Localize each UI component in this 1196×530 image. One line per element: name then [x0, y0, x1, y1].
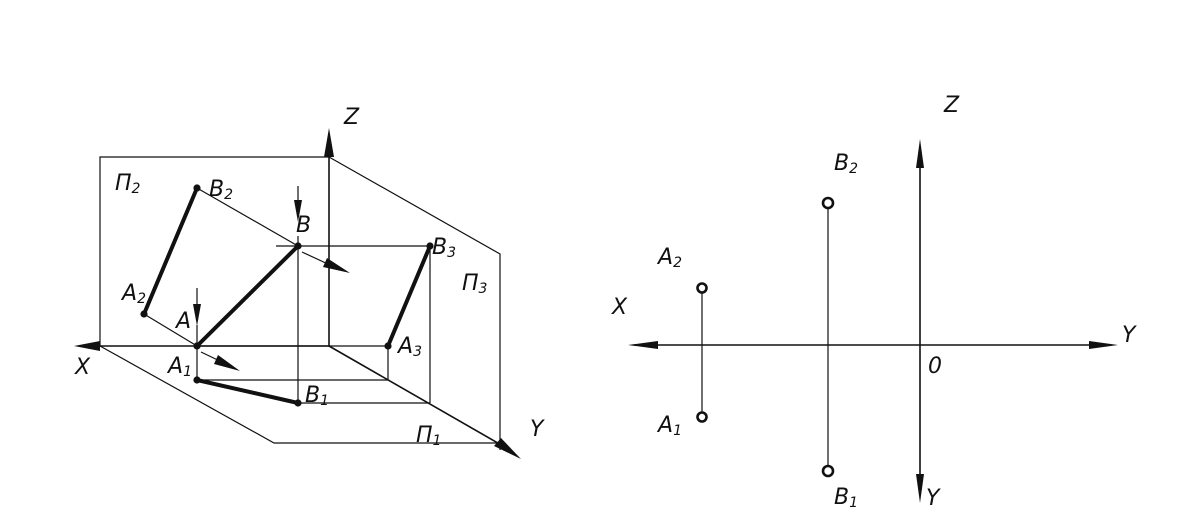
- label-origin: 0: [928, 354, 942, 379]
- plane-p1-outline: [99, 345, 500, 444]
- label-plane-p1-sub: 1: [433, 433, 442, 449]
- y-axis: [328, 345, 511, 451]
- y-axis-arrow: [494, 438, 521, 459]
- arrow-a-right-head: [214, 355, 240, 371]
- label-y-right: Y: [1122, 323, 1137, 348]
- label-plane-p3-main: П: [462, 271, 479, 296]
- z-axis-arrow-right-diagram: [916, 139, 924, 168]
- label-a1-right: A1: [656, 413, 682, 439]
- label-a2-right: A2: [656, 245, 682, 271]
- label-x-left: X: [74, 355, 91, 380]
- label-z-right: Z: [943, 93, 960, 118]
- y-axis-arrow-right-diagram: [1089, 341, 1118, 349]
- label-b2-right-sub: 2: [849, 161, 858, 177]
- label-a1-main: A: [166, 354, 183, 379]
- point-a2-right: [696, 282, 708, 294]
- orthographic-projection: Z X Y Y 0 A2 A1 B2 B1: [611, 93, 1137, 511]
- x-axis-arrow-right-diagram: [628, 341, 658, 349]
- point-b1-right: [821, 464, 835, 478]
- label-a2-right-sub: 2: [673, 255, 682, 271]
- label-a2-main: A: [120, 281, 137, 306]
- y-axis-arrow-bottom-diagram: [916, 474, 924, 503]
- point-a1-right: [696, 411, 708, 423]
- label-b2-right: B2: [834, 151, 858, 177]
- point-a3: [384, 342, 392, 350]
- segment-a2-b2: [142, 186, 199, 316]
- label-a3: A3: [396, 334, 422, 360]
- point-a2: [140, 310, 148, 318]
- point-b: [294, 242, 302, 250]
- label-z-left: Z: [343, 105, 360, 130]
- arrow-b-down-head: [294, 200, 302, 222]
- segment-a1-b1: [195, 378, 300, 405]
- label-y-bottom: Y: [926, 486, 941, 511]
- label-plane-p3: П3: [462, 271, 487, 297]
- label-a2-sub: 2: [137, 291, 146, 307]
- label-b2-sub: 2: [224, 187, 233, 203]
- plane-p2-outline: [99, 156, 329, 346]
- label-plane-p2-sub: 2: [132, 181, 141, 197]
- label-y-left: Y: [530, 417, 545, 442]
- point-b3: [426, 242, 434, 250]
- arrow-a-down-head: [193, 304, 201, 326]
- point-b2: [193, 184, 201, 192]
- label-plane-p2-main: П: [115, 171, 132, 196]
- z-axis-arrow: [324, 128, 334, 157]
- label-a1: A1: [166, 354, 192, 380]
- x-axis-arrow: [74, 341, 100, 351]
- label-b1-right-main: B: [834, 485, 849, 510]
- label-b1-right-sub: 1: [849, 495, 858, 511]
- label-a2: A2: [120, 281, 146, 307]
- label-b3-main: B: [432, 235, 447, 260]
- label-a3-sub: 3: [413, 344, 422, 360]
- segment-a-b: [195, 244, 300, 348]
- label-b1: B1: [305, 383, 329, 409]
- label-plane-p1-main: П: [416, 423, 433, 448]
- label-b2: B2: [209, 177, 233, 203]
- label-b2-right-main: B: [834, 151, 849, 176]
- proj-line-a2-a: [143, 313, 198, 347]
- label-b2-main: B: [209, 177, 224, 202]
- label-a1-right-sub: 1: [673, 423, 682, 439]
- label-plane-p3-sub: 3: [479, 281, 488, 297]
- label-a1-sub: 1: [183, 364, 192, 380]
- label-plane-p2: П2: [115, 171, 141, 197]
- label-b: B: [296, 213, 311, 238]
- label-plane-p1: П1: [416, 423, 441, 449]
- point-a1: [193, 376, 201, 384]
- label-b3-sub: 3: [447, 245, 456, 261]
- point-a: [193, 342, 201, 350]
- segment-a3-b3: [386, 244, 432, 348]
- label-a2-right-main: A: [656, 245, 673, 270]
- point-b2-right: [821, 196, 835, 210]
- label-b1-main: B: [305, 383, 320, 408]
- label-a1-right-main: A: [656, 413, 673, 438]
- isometric-projection: Z X Y П2 П3 П1 B2 B B3 A2 A A1 A3 B1: [74, 105, 545, 459]
- label-b1-right: B1: [834, 485, 858, 511]
- point-b1: [294, 399, 302, 407]
- proj-line-b2-b: [196, 187, 299, 247]
- arrow-b-right-head: [323, 258, 350, 273]
- label-a: A: [174, 309, 191, 334]
- label-b3: B3: [432, 235, 456, 261]
- label-a3-main: A: [396, 334, 413, 359]
- label-b1-sub: 1: [320, 393, 329, 409]
- plane-p3-outline: [328, 156, 501, 450]
- label-x-right: X: [611, 295, 628, 320]
